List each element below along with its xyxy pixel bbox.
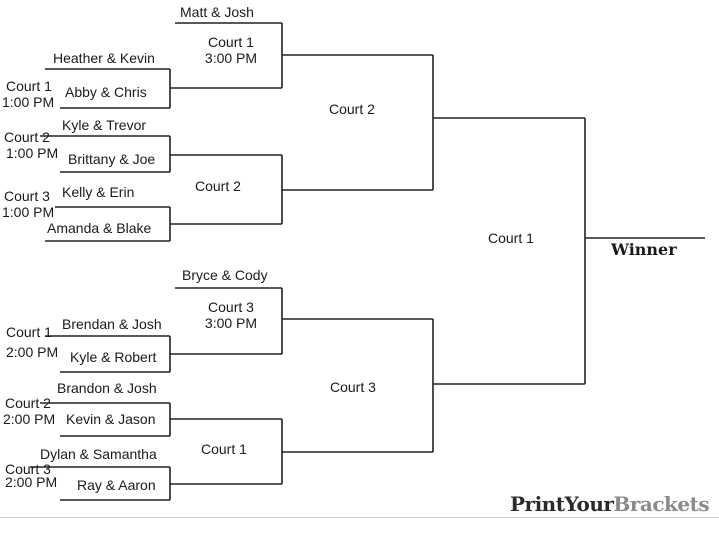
round2-court: Court 3 — [208, 299, 254, 315]
logo-part-2: Brackets — [613, 492, 710, 516]
schedule-court: Court 3 — [5, 461, 51, 477]
team-r1-6: Amanda & Blake — [47, 220, 152, 236]
schedule-court: Court 2 — [4, 129, 50, 145]
schedule-top-2: Court 2 1:00 PM — [4, 129, 58, 161]
team-r1-2: Abby & Chris — [65, 84, 147, 100]
logo-part-1: PrintYour — [510, 492, 614, 516]
schedule-top-1: Court 1 1:00 PM — [2, 78, 54, 110]
round2-time: 3:00 PM — [204, 50, 258, 66]
semi-bottom: Court 3 — [330, 379, 376, 395]
schedule-time: 1:00 PM — [6, 145, 59, 161]
team-r1-11: Kevin & Jason — [66, 411, 156, 427]
team-r1-10: Brandon & Josh — [57, 380, 157, 396]
schedule-court: Court 1 — [6, 78, 52, 94]
final-court: Court 1 — [488, 230, 534, 246]
round2-top-a: Court 1 3:00 PM — [186, 34, 276, 66]
team-r1-7: Bryce & Cody — [182, 267, 268, 283]
team-r1-3: Kyle & Trevor — [62, 117, 147, 133]
team-r1-13: Ray & Aaron — [77, 477, 156, 493]
team-r1-4: Brittany & Joe — [68, 151, 156, 167]
team-r1-12: Dylan & Samantha — [40, 446, 157, 462]
round2-bottom-b: Court 1 — [201, 441, 247, 457]
schedule-court: Court 2 — [5, 395, 51, 411]
team-r1-1: Heather & Kevin — [53, 50, 155, 66]
schedule-court: Court 3 — [4, 188, 50, 204]
team-r1-8: Brendan & Josh — [62, 316, 162, 332]
schedule-court: Court 1 — [6, 324, 52, 340]
round2-bottom-a: Court 3 3:00 PM — [186, 299, 276, 331]
round2-top-b: Court 2 — [195, 178, 241, 194]
schedule-time: 2:00 PM — [6, 344, 59, 360]
team-r1-5: Kelly & Erin — [62, 184, 135, 200]
round2-time: 3:00 PM — [204, 315, 258, 331]
semi-top: Court 2 — [329, 101, 375, 117]
schedule-bottom-2: Court 2 2:00 PM — [3, 395, 56, 427]
schedule-time: 2:00 PM — [5, 474, 58, 490]
schedule-time: 2:00 PM — [3, 411, 56, 427]
brand-logo: PrintYourBrackets — [510, 492, 710, 516]
team-r1-0: Matt & Josh — [180, 4, 254, 20]
winner-label: Winner — [611, 240, 677, 259]
schedule-time: 1:00 PM — [2, 94, 55, 110]
round2-court: Court 1 — [208, 34, 254, 50]
bottom-divider — [0, 517, 719, 518]
schedule-top-3: Court 3 1:00 PM — [2, 188, 55, 220]
schedule-bottom-3: Court 3 2:00 PM — [5, 461, 58, 490]
schedule-time: 1:00 PM — [2, 204, 55, 220]
team-r1-9: Kyle & Robert — [70, 349, 157, 365]
schedule-bottom-1: Court 1 2:00 PM — [6, 324, 58, 360]
